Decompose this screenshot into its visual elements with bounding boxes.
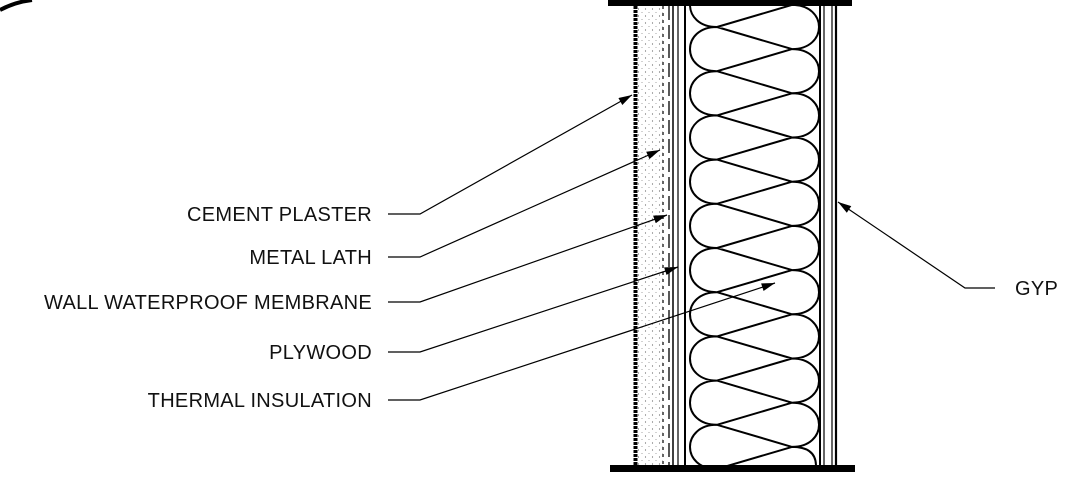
leader-plywood: [388, 266, 679, 353]
leader-insulation: [388, 282, 776, 401]
label-gyp: GYP: [1015, 278, 1058, 300]
label-cement-plaster: CEMENT PLASTER: [187, 204, 372, 226]
thermal-insulation-pattern: [689, 6, 819, 465]
leader-gyp: [837, 201, 995, 289]
leader-membrane: [388, 214, 668, 303]
cement-plaster-layer: [638, 6, 663, 465]
partial-curve: [0, 0, 33, 12]
label-membrane: WALL WATERPROOF MEMBRANE: [44, 292, 372, 314]
leader-metal-lath: [388, 149, 661, 258]
label-metal-lath: METAL LATH: [249, 247, 372, 269]
insulation-batt-loops: [689, 6, 819, 465]
top-plate: [608, 0, 852, 6]
label-plywood: PLYWOOD: [269, 342, 372, 364]
label-thermal-insulation: THERMAL INSULATION: [148, 390, 372, 412]
bottom-plate: [610, 465, 855, 472]
leader-cement-plaster: [388, 94, 633, 215]
